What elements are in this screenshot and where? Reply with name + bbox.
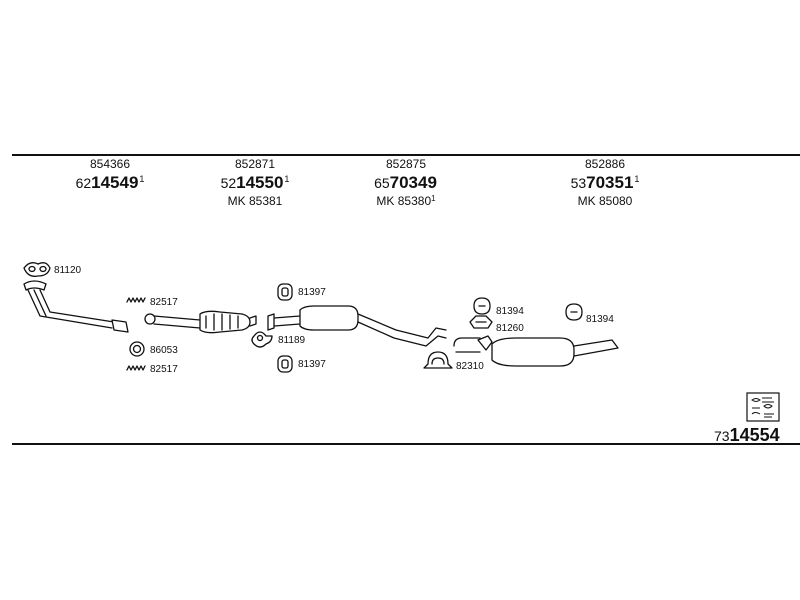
label-rear-mount-b[interactable]: 81394 — [586, 314, 614, 325]
front-downpipe-icon — [23, 280, 129, 333]
part-number[interactable]: 53703511 — [570, 173, 640, 192]
catalytic-converter-icon — [144, 310, 257, 334]
front-gasket-icon — [23, 262, 51, 277]
clamp-lower-icon — [126, 365, 146, 371]
header-section-catalytic: 852871 52145501 MK 85381 — [180, 158, 330, 207]
part-number[interactable]: 6570349 — [374, 173, 437, 192]
rubber-mount-lower-icon — [277, 355, 293, 373]
rear-clamp-icon — [423, 351, 453, 369]
ref-number: 852871 — [234, 157, 276, 171]
ring-gasket-icon — [129, 341, 145, 357]
header-section-rear-silencer: 852886 53703511 MK 85080 — [530, 158, 680, 207]
mounting-kit-number[interactable]: MK 85080 — [577, 194, 633, 208]
label-mid-gasket[interactable]: 81189 — [278, 335, 306, 346]
label-clamp-lower[interactable]: 82517 — [150, 364, 178, 375]
bottom-divider — [12, 443, 800, 445]
set-part-number[interactable]: 7314554 — [714, 425, 780, 445]
rubber-mount-upper-icon — [277, 283, 293, 301]
label-front-gasket[interactable]: 81120 — [54, 265, 82, 276]
ref-number: 852886 — [584, 157, 626, 171]
top-divider — [12, 154, 800, 156]
middle-silencer-icon — [267, 305, 447, 347]
header-section-front-pipe: 854366 62145491 — [35, 158, 185, 192]
label-rear-mount-a[interactable]: 81394 — [496, 306, 524, 317]
label-ring-gasket[interactable]: 86053 — [150, 345, 178, 356]
rear-mount-a-icon — [473, 297, 491, 315]
mid-gasket-icon — [251, 331, 273, 348]
label-mount-upper[interactable]: 81397 — [298, 287, 326, 298]
label-clamp-upper[interactable]: 82517 — [150, 297, 178, 308]
mounting-kit-number[interactable]: MK 85381 — [227, 194, 283, 208]
rear-silencer-icon — [453, 335, 619, 367]
catalog-book-icon — [746, 392, 780, 422]
header-section-middle-silencer: 852875 6570349 MK 853801 — [331, 158, 481, 207]
label-mount-lower[interactable]: 81397 — [298, 359, 326, 370]
clamp-upper-icon — [126, 297, 146, 303]
label-rear-bracket[interactable]: 81260 — [496, 323, 524, 334]
rear-mount-b-icon — [565, 303, 583, 321]
rear-bracket-icon — [469, 315, 493, 329]
part-number[interactable]: 52145501 — [220, 173, 290, 192]
label-rear-clamp[interactable]: 82310 — [456, 361, 484, 372]
part-number[interactable]: 62145491 — [75, 173, 145, 192]
ref-number: 852875 — [385, 157, 427, 171]
mounting-kit-number[interactable]: MK 853801 — [376, 194, 436, 208]
ref-number: 854366 — [89, 157, 131, 171]
